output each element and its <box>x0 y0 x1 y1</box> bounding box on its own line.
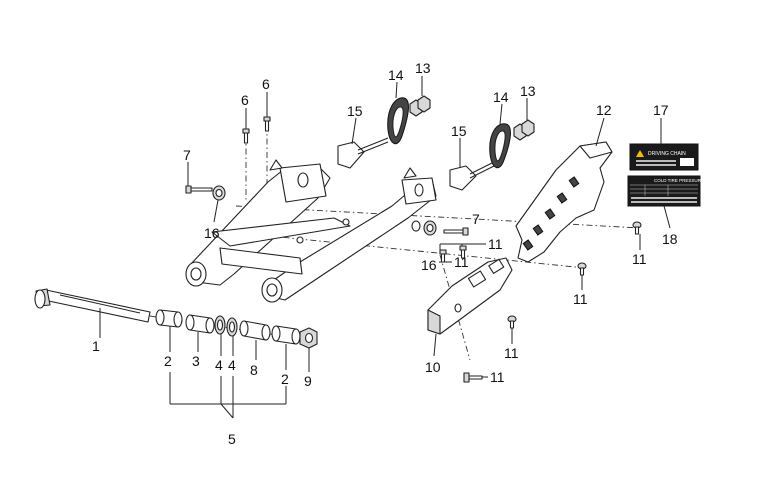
callout-7-right: 7 <box>472 211 480 227</box>
collar-2-right <box>271 325 301 345</box>
bolt-7-right <box>443 227 469 236</box>
nut-16-right <box>411 220 437 236</box>
screw-11-c <box>632 221 642 235</box>
bushing-3 <box>185 314 215 334</box>
bolt-6-left <box>242 128 250 144</box>
callout-11-a: 11 <box>488 236 503 252</box>
callout-13-right: 13 <box>520 83 536 99</box>
callout-8: 8 <box>250 362 258 378</box>
callout-11-e: 11 <box>504 345 519 361</box>
callout-18: 18 <box>662 231 678 247</box>
nut-13-left <box>409 95 431 117</box>
callout-10: 10 <box>425 359 441 375</box>
screw-11-f <box>463 372 483 383</box>
callout-15-left: 15 <box>347 103 363 119</box>
chain-adjuster-15-right <box>449 159 499 191</box>
seal-4-right <box>226 317 238 337</box>
callout-12: 12 <box>596 102 612 118</box>
chain-guide-10 <box>427 257 513 335</box>
bolt-centerline-lower <box>269 235 586 269</box>
callout-5: 5 <box>228 431 236 447</box>
bushing-8 <box>239 320 271 341</box>
screw-11-a <box>459 245 467 259</box>
callout-2-right: 2 <box>281 371 289 387</box>
swingarm-frame <box>185 159 437 303</box>
callout-11-f: 11 <box>490 369 505 385</box>
chain-adjuster-15-left <box>337 137 389 169</box>
screw-11-d <box>577 262 587 276</box>
nut-13-right <box>513 119 535 141</box>
axle-nut-9 <box>299 327 318 349</box>
bolt-7-left <box>185 185 213 194</box>
callout-16-left: 16 <box>204 225 220 241</box>
seal-4-left <box>214 315 226 335</box>
callout-16-right: 16 <box>421 257 437 273</box>
callout-6-left: 6 <box>241 92 249 108</box>
callout-11-c: 11 <box>632 251 647 267</box>
screw-11-b <box>439 249 447 263</box>
callout-15-right: 15 <box>451 123 467 139</box>
label-17-driving-chain: DRIVING CHAIN <box>629 143 699 171</box>
callout-17: 17 <box>653 102 669 118</box>
leader-lines <box>99 76 671 419</box>
label-18-title: COLD TIRE PRESSURE <box>654 178 704 183</box>
callout-11-d: 11 <box>573 291 588 307</box>
bolt-6-right <box>263 116 271 132</box>
callout-4-left: 4 <box>215 357 223 373</box>
callout-2-left: 2 <box>164 353 172 369</box>
adjuster-plate-14-right <box>489 123 511 169</box>
callout-4-right: 4 <box>228 357 236 373</box>
callout-3: 3 <box>192 353 200 369</box>
label-17-title: DRIVING CHAIN <box>648 151 686 157</box>
callout-7-left: 7 <box>183 147 191 163</box>
chain-guard-12 <box>515 141 613 263</box>
callout-9: 9 <box>304 373 312 389</box>
collar-2-left <box>155 309 183 328</box>
callout-11-b: 11 <box>454 254 469 270</box>
callout-14-left: 14 <box>388 67 404 83</box>
swingarm-axle <box>34 288 151 323</box>
label-18-tire-pressure: COLD TIRE PRESSURE <box>627 175 704 207</box>
nut-16-left <box>212 185 226 201</box>
adjuster-plate-14-left <box>387 97 409 145</box>
callout-14-right: 14 <box>493 89 509 105</box>
callout-1: 1 <box>92 338 100 354</box>
screw-11-e <box>507 315 517 329</box>
callout-numbers: 1 2 3 4 4 8 2 9 5 6 6 7 7 16 16 15 15 14… <box>92 60 678 447</box>
callout-6-right: 6 <box>262 76 270 92</box>
callout-13-left: 13 <box>415 60 431 76</box>
